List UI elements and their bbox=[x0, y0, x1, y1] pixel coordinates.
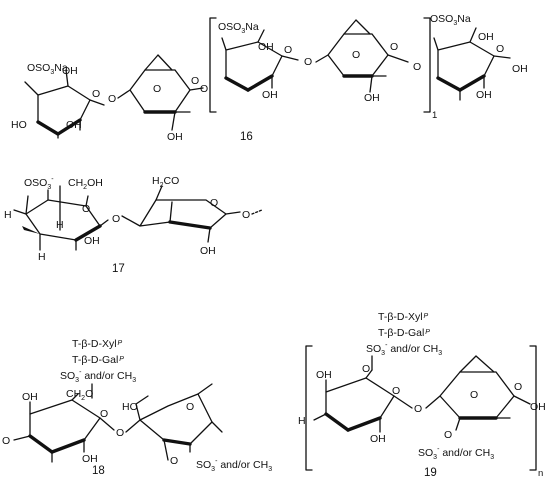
s18-oh-top: OH bbox=[22, 391, 38, 403]
s16-r1-oh-top: OH bbox=[62, 65, 78, 77]
s18-substituent-3: SO3- and/or CH3 bbox=[60, 369, 136, 384]
s18-label: 18 bbox=[92, 465, 105, 477]
s19-o-top: O bbox=[362, 363, 370, 375]
s16-r3-sulfate: OSO3Na bbox=[218, 21, 259, 35]
s17-ring-o-right: O bbox=[210, 197, 218, 209]
s17-oh: OH bbox=[84, 235, 100, 247]
structure-18: T-β-D-XylP T-β-D-GalP SO3- and/or CH3 OH… bbox=[2, 338, 272, 477]
s16-r5-oh-right: OH bbox=[512, 63, 528, 75]
structure-16: OSO3Na OH O HO OH O O O OH O 1 OSO3Na bbox=[11, 13, 528, 143]
s17-h-left: H bbox=[4, 209, 12, 221]
s17-h-bottom: H bbox=[38, 251, 46, 263]
s16-r5-oh-top: OH bbox=[478, 31, 494, 43]
s19-substituent-2: T-β-D-GalP bbox=[378, 327, 430, 339]
s19-ring-o-right: O bbox=[514, 381, 522, 393]
s19-bracket-right bbox=[529, 345, 537, 471]
s19-ring-o-left: O bbox=[392, 385, 400, 397]
s19-oh-top: OH bbox=[316, 369, 332, 381]
s18-o-left: O bbox=[2, 435, 10, 447]
s16-link-o-4: O bbox=[413, 61, 421, 73]
structure-19: T-β-D-XylP T-β-D-GalP SO3- and/or CH3 n … bbox=[298, 311, 546, 479]
s16-ring-2: O O OH bbox=[117, 54, 204, 143]
s18-substituent-1: T-β-D-XylP bbox=[72, 338, 123, 350]
s17-h-mid: H bbox=[56, 219, 64, 231]
s16-ring-1-bold-edge bbox=[56, 118, 82, 136]
s18-o-bottom: O bbox=[170, 455, 178, 467]
s18-bottom-substituent: SO3- and/or CH3 bbox=[196, 458, 272, 473]
s18-ho-right: HO bbox=[122, 401, 138, 413]
structure-17: OSO3- CH2OH H H H O OH O H2CO O O OH 17 bbox=[4, 175, 263, 275]
s19-bottom-substituent: SO3- and/or CH3 bbox=[418, 446, 494, 461]
s16-r3-oh-bottom: OH bbox=[262, 89, 278, 101]
s16-link-o-2: O bbox=[200, 83, 208, 95]
s16-r3-oh-top: OH bbox=[258, 41, 274, 53]
s19-h-left: H bbox=[298, 415, 306, 427]
s16-r4-oh-bottom: OH bbox=[364, 92, 380, 104]
s19-bracket-left bbox=[305, 345, 313, 471]
s18-ch2o: CH2O bbox=[66, 388, 93, 402]
s16-ring-4: O O OH bbox=[315, 19, 409, 104]
s16-r1-sulfate: OSO3Na bbox=[27, 62, 68, 76]
s18-ring-o-right: O bbox=[186, 401, 194, 413]
s16-r1-oh-bottom: OH bbox=[66, 119, 82, 131]
s19-o-bottom: O bbox=[444, 429, 452, 441]
s19-repeat-n: n bbox=[538, 468, 543, 479]
s17-o-methyl: O bbox=[242, 209, 250, 221]
s19-link-o: O bbox=[414, 403, 422, 415]
s17-oh-right: OH bbox=[200, 245, 216, 257]
s17-h2co: H2CO bbox=[152, 175, 179, 189]
s16-bracket-left bbox=[209, 17, 217, 113]
s16-link-o-3: O bbox=[304, 56, 312, 68]
s19-substituent-1: T-β-D-XylP bbox=[378, 311, 429, 323]
s16-label: 16 bbox=[240, 131, 253, 143]
s16-r5-ring-o: O bbox=[496, 43, 504, 55]
s17-sulfate: OSO3- bbox=[24, 176, 54, 191]
s16-ring-5: OSO3Na OH O OH OH bbox=[430, 13, 528, 101]
s18-link-o: O bbox=[116, 427, 124, 439]
s16-r5-oh-bottom: OH bbox=[476, 89, 492, 101]
s19-substituent-3: SO3- and/or CH3 bbox=[366, 342, 442, 357]
s16-r4-ring-o: O bbox=[352, 49, 360, 61]
s16-r2-ring-o: O bbox=[153, 83, 161, 95]
s19-ring-o-bridge: O bbox=[470, 389, 478, 401]
s16-r1-ho-left: HO bbox=[11, 119, 27, 131]
s18-ring-o-left: O bbox=[100, 408, 108, 420]
s17-o-ring: O bbox=[82, 203, 90, 215]
s18-oh-bottom: OH bbox=[82, 453, 98, 465]
s16-link-o-1: O bbox=[108, 93, 116, 105]
s17-label: 17 bbox=[112, 263, 125, 275]
s16-r5-sulfate: OSO3Na bbox=[430, 13, 471, 27]
s16-r3-ring-o: O bbox=[284, 44, 292, 56]
s16-repeat-count: 1 bbox=[432, 110, 437, 121]
s19-label: 19 bbox=[424, 467, 437, 479]
s16-r1-ring-o: O bbox=[92, 88, 100, 100]
s17-wedge bbox=[22, 226, 40, 234]
s16-bracket-right bbox=[423, 17, 431, 113]
s16-ring-1: OSO3Na OH O HO OH bbox=[11, 62, 105, 139]
s16-r2-oh-bottom: OH bbox=[167, 131, 183, 143]
s19-oh-right: OH bbox=[530, 401, 546, 413]
s16-ring-3: OSO3Na OH O OH bbox=[218, 21, 299, 101]
s18-substituent-2: T-β-D-GalP bbox=[72, 354, 124, 366]
s16-r4-o: O bbox=[390, 41, 398, 53]
s16-r2-o: O bbox=[191, 75, 199, 87]
s17-link-o: O bbox=[112, 213, 120, 225]
s19-oh-bottom: OH bbox=[370, 433, 386, 445]
s17-ch2oh: CH2OH bbox=[68, 177, 103, 191]
